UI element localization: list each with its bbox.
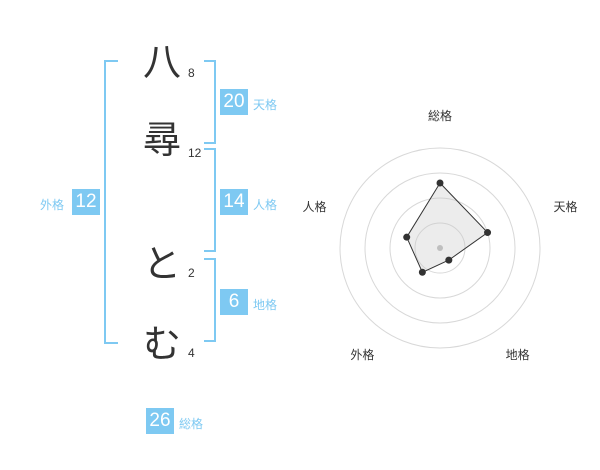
- name-char-4: む: [142, 322, 181, 366]
- stroke-count-3: 2: [188, 266, 195, 280]
- radar-ring-4: [339, 147, 541, 349]
- radar-axis-label-2: 天格: [554, 199, 578, 214]
- tenkaku-label: 天格: [253, 98, 278, 112]
- gaikaku-bracket: [104, 60, 118, 344]
- radar-point-4: [418, 268, 426, 276]
- radar-polygon: [406, 182, 489, 273]
- name-char-1: 八: [142, 40, 181, 84]
- tenkaku-bracket: [204, 60, 216, 144]
- tenkaku-value: 20: [220, 89, 248, 115]
- radar-ring-2: [389, 197, 491, 299]
- radar-axis-label-1: 総格: [428, 108, 452, 123]
- soukaku-label: 総格: [179, 417, 204, 431]
- stroke-count-1: 8: [188, 66, 195, 80]
- name-char-2: 尋: [142, 118, 181, 162]
- chikaku-bracket: [204, 258, 216, 342]
- chikaku-value: 6: [220, 289, 248, 315]
- stroke-count-2: 12: [188, 146, 202, 160]
- radar-point-5: [403, 233, 411, 241]
- jinkaku-label: 人格: [253, 198, 278, 212]
- radar-axis-label-5: 人格: [302, 199, 326, 214]
- radar-point-1: [436, 179, 444, 187]
- stroke-count-4: 4: [188, 346, 195, 360]
- jinkaku-bracket: [204, 148, 216, 252]
- radar-ring-3: [364, 172, 516, 324]
- radar-axis-label-4: 外格: [350, 347, 374, 362]
- gaikaku-label: 外格: [40, 198, 65, 212]
- gaikaku-value: 12: [72, 189, 100, 215]
- soukaku-value: 26: [146, 408, 174, 434]
- radar-point-2: [484, 229, 492, 237]
- jinkaku-value: 14: [220, 189, 248, 215]
- name-char-3: と: [142, 242, 181, 286]
- radar-center: [437, 245, 443, 251]
- radar-axis-label-3: 地格: [506, 347, 530, 362]
- chikaku-label: 地格: [253, 298, 278, 312]
- radar-point-3: [445, 256, 453, 264]
